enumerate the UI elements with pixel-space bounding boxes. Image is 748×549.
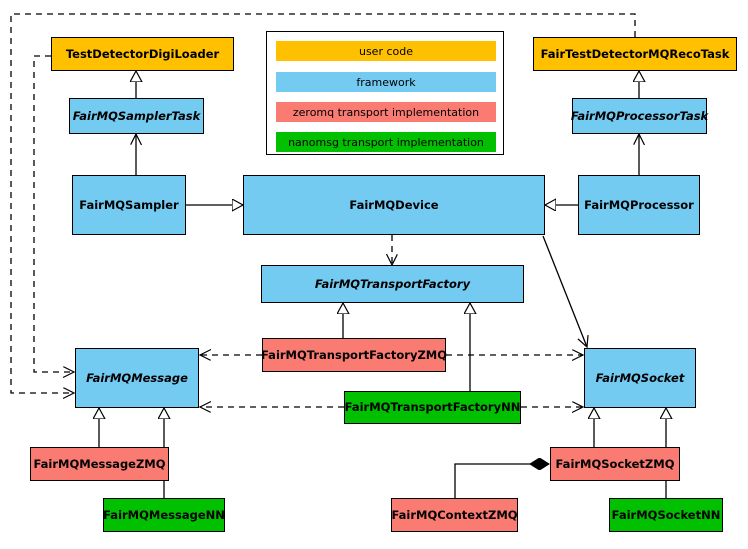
class-label: FairMQSamplerTask (72, 108, 201, 123)
class-node-fair-test-detector-mq-reco-task[interactable]: FairTestDetectorMQRecoTask (533, 37, 737, 71)
legend-item-framework: framework (276, 72, 496, 92)
legend-label-zeromq: zeromq transport implementation (292, 105, 480, 119)
class-node-fair-mq-message-zmq[interactable]: FairMQMessageZMQ (30, 447, 169, 481)
class-node-fair-mq-sampler-task[interactable]: FairMQSamplerTask (69, 98, 204, 134)
class-label: FairMQMessageNN (103, 507, 225, 522)
legend-item-zeromq: zeromq transport implementation (276, 102, 496, 122)
class-node-fair-mq-message[interactable]: FairMQMessage (75, 348, 199, 408)
class-node-fair-mq-transport-factory-nn[interactable]: FairMQTransportFactoryNN (344, 391, 521, 424)
class-label: TestDetectorDigiLoader (65, 46, 220, 61)
class-label: FairMQMessageZMQ (33, 456, 166, 471)
class-node-fair-mq-context-zmq[interactable]: FairMQContextZMQ (391, 498, 518, 532)
class-node-fair-mq-transport-factory-zmq[interactable]: FairMQTransportFactoryZMQ (261, 338, 448, 372)
class-label: FairMQProcessor (584, 197, 694, 212)
legend-label-nanomsg: nanomsg transport implementation (288, 135, 484, 149)
legend-item-nanomsg: nanomsg transport implementation (276, 132, 496, 152)
class-node-fair-mq-socket[interactable]: FairMQSocket (584, 348, 696, 408)
class-label: FairMQDevice (349, 197, 439, 212)
legend: user code framework zeromq transport imp… (266, 31, 504, 155)
class-label: FairMQTransportFactory (314, 276, 471, 291)
class-label: FairMQMessage (86, 370, 188, 385)
class-label: FairMQSocket (595, 370, 685, 385)
class-label: FairMQContextZMQ (391, 507, 518, 522)
class-label: FairMQProcessorTask (570, 108, 709, 123)
class-label: FairMQTransportFactoryZMQ (261, 347, 448, 362)
class-label: FairMQSocketNN (611, 507, 721, 522)
class-node-fair-mq-socket-zmq[interactable]: FairMQSocketZMQ (550, 447, 680, 481)
class-node-fair-mq-device[interactable]: FairMQDevice (243, 175, 545, 235)
legend-item-user-code: user code (276, 41, 496, 61)
class-label: FairMQTransportFactoryNN (344, 400, 521, 415)
composition-socketzmq-contextzmq (454, 464, 549, 498)
class-node-test-detector-digi-loader[interactable]: TestDetectorDigiLoader (51, 37, 234, 71)
class-node-fair-mq-processor-task[interactable]: FairMQProcessorTask (570, 98, 709, 134)
dependency-recotask-message (10, 13, 636, 393)
class-label: FairTestDetectorMQRecoTask (540, 46, 730, 61)
class-node-fair-mq-transport-factory[interactable]: FairMQTransportFactory (261, 265, 524, 303)
class-node-fair-mq-socket-nn[interactable]: FairMQSocketNN (609, 498, 723, 532)
class-node-fair-mq-message-nn[interactable]: FairMQMessageNN (103, 498, 225, 532)
class-node-fair-mq-processor[interactable]: FairMQProcessor (578, 175, 700, 235)
class-label: FairMQSampler (79, 197, 179, 212)
legend-label-user-code: user code (358, 44, 414, 58)
class-label: FairMQSocketZMQ (555, 456, 675, 471)
dependency-digiloader-message (33, 55, 74, 372)
class-node-fair-mq-sampler[interactable]: FairMQSampler (72, 175, 186, 235)
legend-label-framework: framework (356, 75, 416, 89)
association-device-socket (542, 235, 587, 347)
